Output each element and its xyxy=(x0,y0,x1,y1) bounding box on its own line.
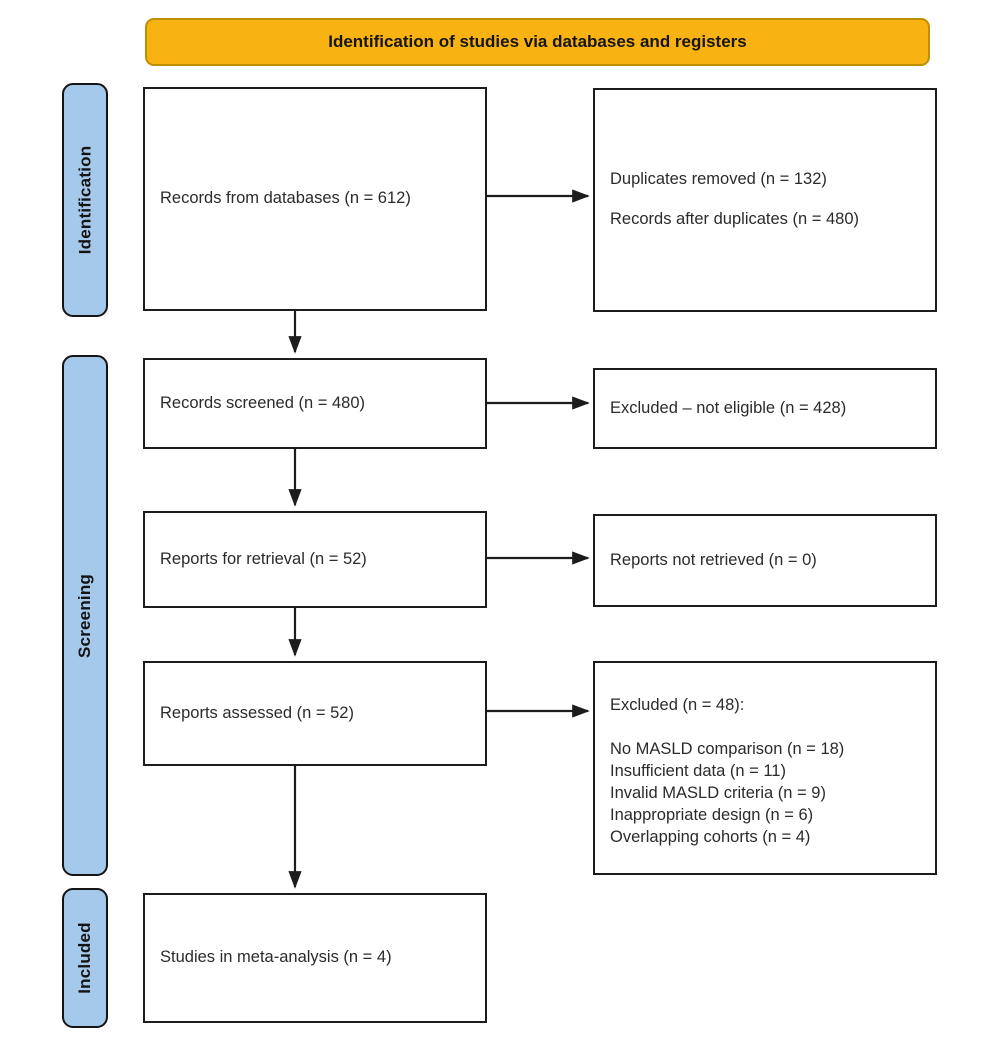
box-text: Reports for retrieval (n = 52) xyxy=(160,549,367,568)
line-spacer xyxy=(610,717,923,739)
box-records-screened: Records screened (n = 480) xyxy=(143,358,487,449)
excluded-reason: Invalid MASLD criteria (n = 9) xyxy=(610,783,826,802)
excluded-reason: Overlapping cohorts (n = 4) xyxy=(610,827,811,846)
box-studies-in-meta-analysis: Studies in meta-analysis (n = 4) xyxy=(143,893,487,1023)
stage-label-identification: Identification xyxy=(75,145,95,255)
box-text: Reports not retrieved (n = 0) xyxy=(610,550,817,569)
box-text-line2: Records after duplicates (n = 480) xyxy=(610,210,860,228)
box-text-line1: Duplicates removed (n = 132) xyxy=(610,170,827,189)
box-duplicates-removed: Duplicates removed (n = 132) Records aft… xyxy=(593,88,937,312)
excluded-reason: Insufficient data (n = 11) xyxy=(610,761,786,780)
banner-title: Identification of studies via databases … xyxy=(328,32,747,51)
box-text: Studies in meta-analysis (n = 4) xyxy=(160,948,392,967)
line-spacer xyxy=(610,191,923,209)
box-text: Records screened (n = 480) xyxy=(160,393,365,412)
stage-label-included: Included xyxy=(75,922,94,994)
stage-bar-screening: Screening xyxy=(62,355,108,876)
stage-bar-identification: Identification xyxy=(62,83,108,317)
box-records-from-databases: Records from databases (n = 612) xyxy=(143,87,487,311)
banner-identification-of-studies: Identification of studies via databases … xyxy=(145,18,930,66)
box-excluded-not-eligible: Excluded – not eligible (n = 428) xyxy=(593,368,937,449)
excluded-reason: No MASLD comparison (n = 18) xyxy=(610,739,845,758)
stage-bar-included: Included xyxy=(62,888,108,1028)
box-reports-not-retrieved: Reports not retrieved (n = 0) xyxy=(593,514,937,607)
box-reports-assessed: Reports assessed (n = 52) xyxy=(143,661,487,766)
box-text: Excluded – not eligible (n = 428) xyxy=(610,398,847,417)
stage-label-screening: Screening xyxy=(75,573,94,658)
box-reports-for-retrieval: Reports for retrieval (n = 52) xyxy=(143,511,487,608)
box-text: Reports assessed (n = 52) xyxy=(160,703,354,722)
box-text: Records from databases (n = 612) xyxy=(160,189,411,208)
excluded-reason: Inappropriate design (n = 6) xyxy=(610,805,814,824)
excluded-title: Excluded (n = 48): xyxy=(610,696,745,714)
box-excluded-with-reasons: Excluded (n = 48): No MASLD comparison (… xyxy=(593,661,937,875)
